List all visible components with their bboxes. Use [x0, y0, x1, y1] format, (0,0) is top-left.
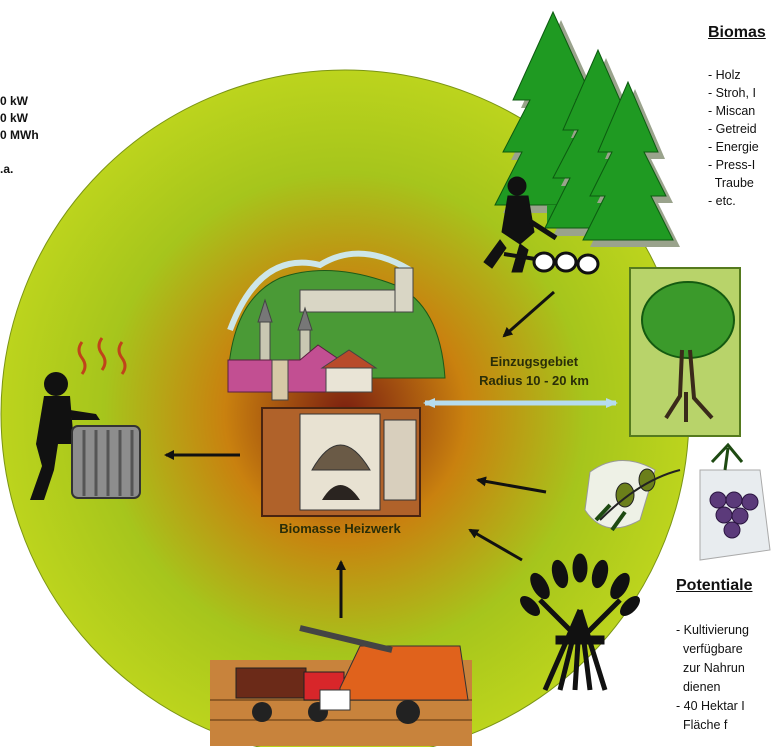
plant-stats: 0 kW 0 kW 0 MWh .a. [0, 93, 39, 178]
list-item: - 40 Hektar I [676, 699, 745, 713]
stat-line: .a. [0, 162, 14, 176]
list-item: dienen [676, 680, 721, 694]
stat-line [0, 144, 39, 161]
list-item: - Press-I [708, 158, 756, 172]
potential-title: Potentiale [676, 577, 753, 594]
list-item: - etc. [708, 194, 736, 208]
catchment-line-1: Einzugsgebiet [489, 354, 579, 369]
arrow-olive-to-plant [476, 476, 547, 494]
list-item: Fläche f [676, 718, 728, 732]
tree-card-icon [629, 267, 741, 437]
list-item: Traube [708, 176, 754, 190]
potential-list: - Kultivierung verfügbare zur Nahrun die… [676, 621, 749, 735]
heating-plant-icon [261, 407, 421, 517]
flow-arrows [164, 290, 555, 618]
olive-grape-icon [584, 442, 771, 561]
lumberjack-icon [483, 176, 600, 275]
list-item: - Energie [708, 140, 759, 154]
forest-icon [494, 10, 680, 247]
list-item: - Kultivierung [676, 623, 749, 637]
arrow-wheat-to-plant [468, 528, 523, 562]
arrow-lumber-to-town [502, 290, 555, 338]
list-item: verfügbare [676, 642, 743, 656]
stat-line: 0 kW [0, 94, 29, 108]
wheat-icon [520, 553, 640, 692]
list-item: - Stroh, I [708, 86, 756, 100]
catchment-label: Einzugsgebiet Radius 10 - 20 km [444, 352, 624, 390]
list-item: zur Nahrun [676, 661, 745, 675]
list-item: - Getreid [708, 122, 757, 136]
harvester-icon [210, 625, 472, 746]
biomass-title: Biomas [708, 24, 766, 41]
radiator-person-icon [30, 337, 141, 500]
town-icon [227, 250, 446, 401]
plant-label: Biomasse Heizwerk [279, 521, 401, 536]
stat-line: 0 MWh [0, 128, 39, 142]
list-item: - Miscan [708, 104, 756, 118]
list-item: - Holz [708, 68, 741, 82]
catchment-line-2: Radius 10 - 20 km [479, 373, 589, 388]
stat-line: 0 kW [0, 111, 29, 125]
biomass-list: - Holz - Stroh, I - Miscan - Getreid - E… [708, 66, 759, 210]
